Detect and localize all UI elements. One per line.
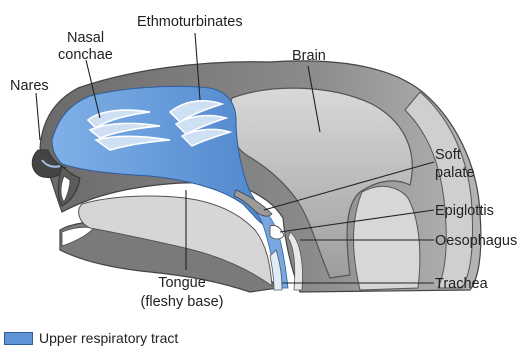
label-epiglottis: Epiglottis [435,203,494,219]
label-nares: Nares [10,78,49,94]
legend-swatch [4,332,33,345]
label-nasal-conchae-line1: Nasal [67,30,104,46]
label-ethmoturbinates: Ethmoturbinates [137,14,243,30]
label-brain: Brain [292,48,326,64]
label-soft-palate-line1: Soft [435,147,461,163]
label-trachea: Trachea [435,276,489,292]
label-tongue-line1: Tongue [158,275,206,291]
spinal-column [354,186,420,290]
legend-label: Upper respiratory tract [39,330,178,346]
label-tongue-line2: (fleshy base) [140,294,223,310]
label-nasal-conchae-line2: conchae [58,47,113,63]
legend: Upper respiratory tract [4,329,178,347]
label-oesophagus: Oesophagus [435,233,517,249]
label-soft-palate-line2: palate [435,165,475,181]
